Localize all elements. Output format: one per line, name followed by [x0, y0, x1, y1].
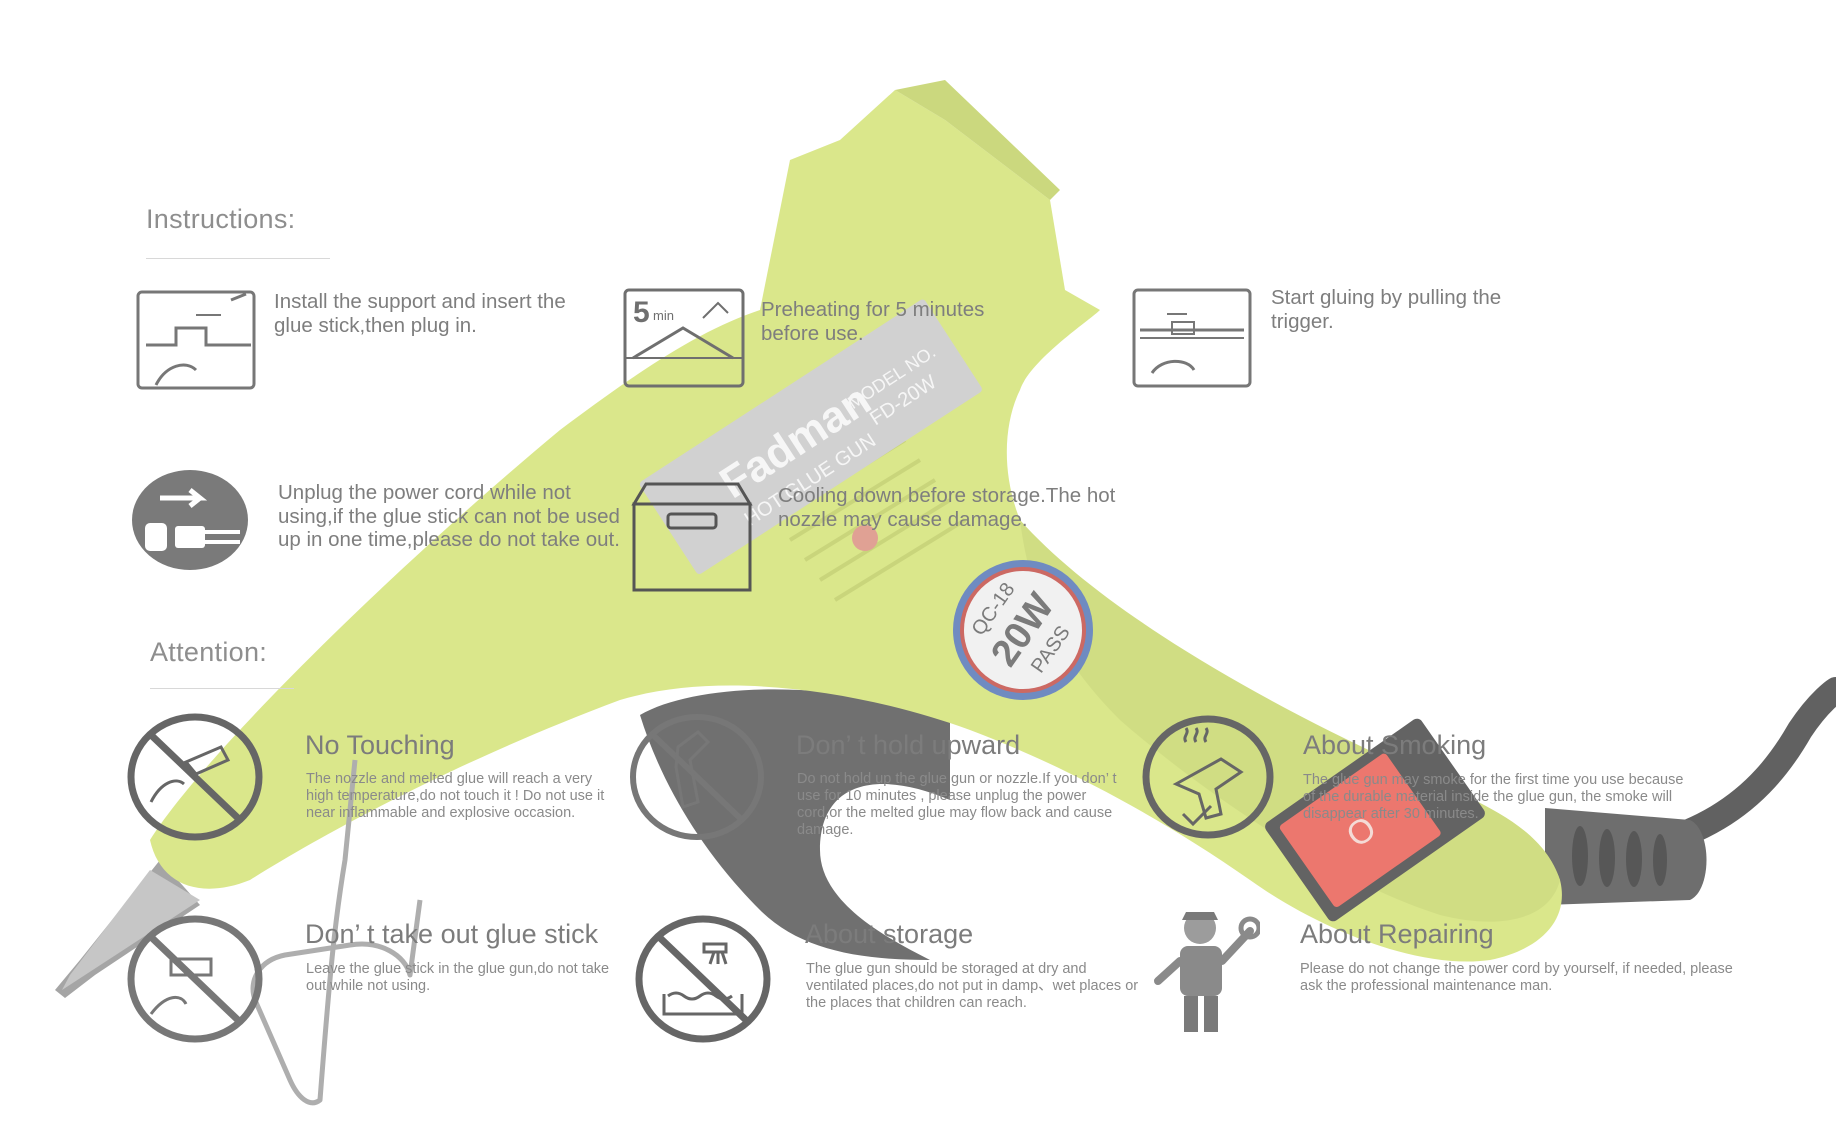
- instructions-heading: Instructions:: [146, 204, 296, 234]
- attention-6-desc: Please do not change the power cord by y…: [1300, 961, 1733, 994]
- preheat-label: 5: [633, 296, 650, 329]
- gun-rear-hump: [895, 80, 1060, 200]
- instruction-5-text: Cooling down before storage.The hot nozz…: [778, 484, 1116, 531]
- preheat-unit: min: [653, 308, 674, 323]
- smoking-icon: [1141, 714, 1275, 840]
- instruction-4-text: Unplug the power cord while not using,if…: [278, 481, 620, 551]
- attention-2-title: Don’ t hold upward: [796, 730, 1021, 760]
- instruction-3-text: Start gluing by pulling the trigger.: [1271, 286, 1502, 333]
- attention-4-title: Don’ t take out glue stick: [305, 919, 599, 949]
- instruction-2-text: Preheating for 5 minutes before use.: [761, 298, 985, 345]
- power-led: [852, 525, 878, 551]
- trigger-pull-icon: [1132, 288, 1252, 388]
- attention-3-desc: The glue gun may smoke for the first tim…: [1303, 772, 1684, 822]
- no-touching-icon: [126, 712, 264, 842]
- power-switch: O: [1265, 718, 1485, 922]
- instruction-1-text: Install the support and insert the glue …: [274, 290, 566, 337]
- attention-underline: [150, 688, 294, 689]
- wire-stand: [250, 759, 423, 1106]
- instructions-underline: [146, 258, 330, 259]
- storage-box-icon: [630, 480, 754, 594]
- cord-strain-relief: [1545, 808, 1707, 905]
- attention-5-desc: The glue gun should be storaged at dry a…: [806, 961, 1139, 1011]
- attention-5-title: About storage: [805, 919, 974, 949]
- attention-4-desc: Leave the glue stick in the glue gun,do …: [306, 961, 610, 994]
- no-damp-storage-icon: [634, 914, 772, 1044]
- trigger: [640, 689, 950, 960]
- qc-badge: QC-18 20W PASS: [953, 560, 1093, 700]
- install-support-icon: [136, 290, 256, 390]
- attention-2-desc: Do not hold up the glue gun or nozzle.If…: [797, 771, 1117, 838]
- attention-1-title: No Touching: [305, 730, 455, 760]
- attention-3-title: About Smoking: [1303, 730, 1487, 760]
- no-remove-stick-icon: [126, 914, 264, 1044]
- attention-6-title: About Repairing: [1300, 919, 1494, 949]
- attention-1-desc: The nozzle and melted glue will reach a …: [306, 771, 605, 821]
- no-hold-upward-icon: [628, 712, 766, 842]
- unplug-icon: [130, 468, 252, 572]
- attention-heading: Attention:: [150, 637, 268, 667]
- repairman-icon: [1150, 906, 1260, 1038]
